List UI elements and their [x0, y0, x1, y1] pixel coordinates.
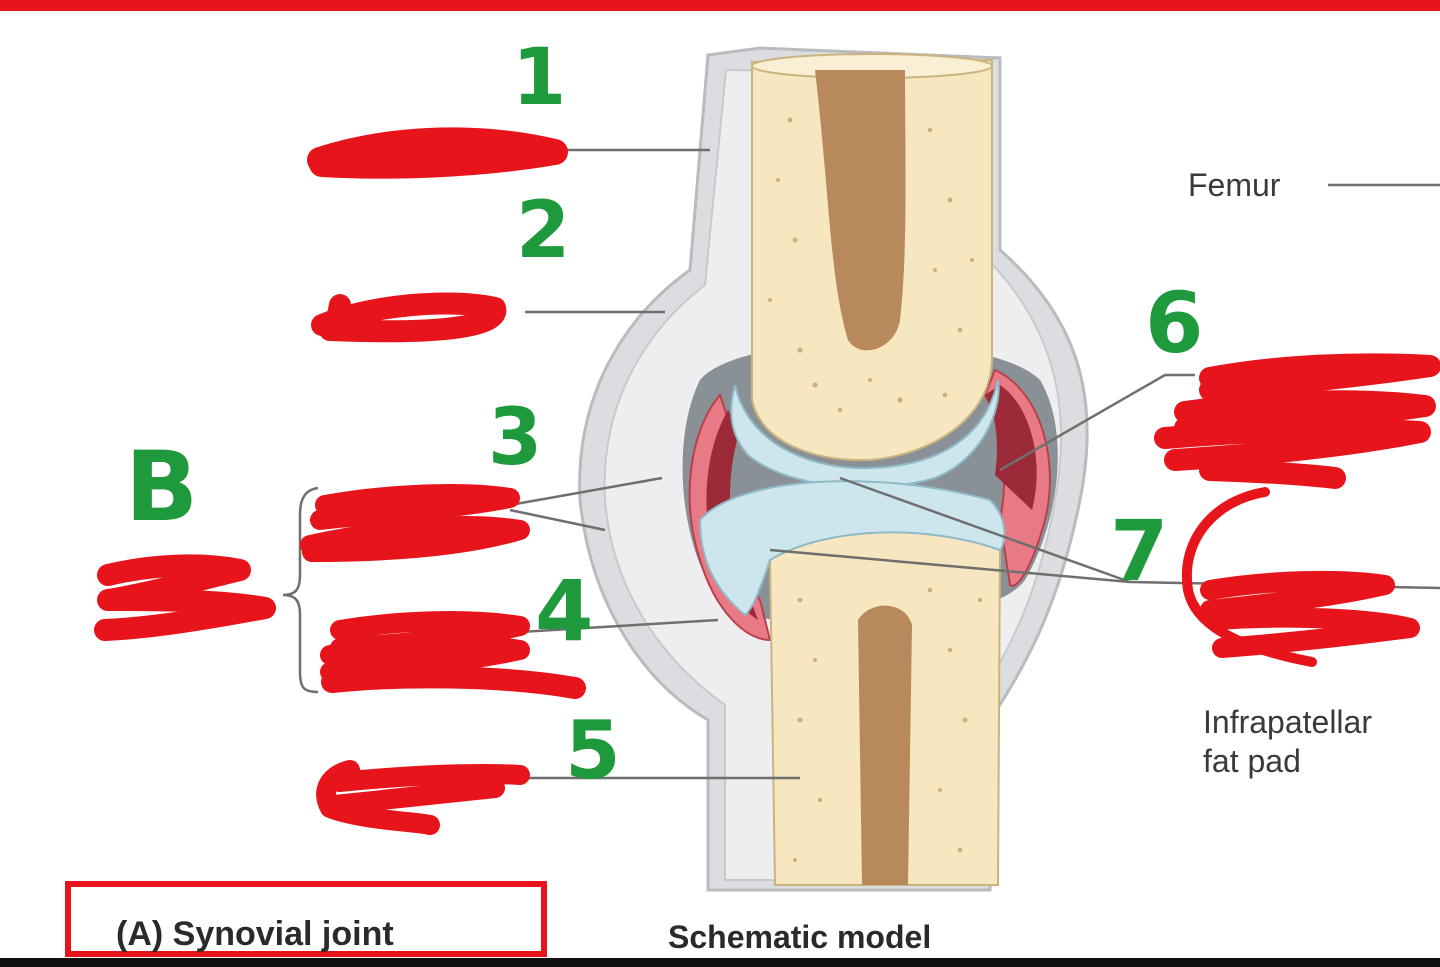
femur-label: Femur	[1188, 167, 1281, 203]
top-red-frame	[0, 0, 1440, 11]
scribble-6c	[1154, 419, 1431, 489]
synovial-fluid-right	[985, 385, 1037, 510]
lower-articular-cartilage	[698, 480, 1006, 617]
fat-pad-label-line2: fat pad	[1203, 743, 1301, 779]
number-7: 7	[1110, 502, 1168, 600]
scribble-2	[311, 292, 507, 343]
joint-illustration	[578, 46, 1089, 892]
caption-synovial-joint: (A) Synovial joint	[116, 915, 394, 953]
upper-marrow	[815, 70, 906, 351]
upper-articular-cartilage	[730, 379, 1000, 489]
number-5: 5	[565, 704, 621, 797]
lower-marrow	[858, 605, 912, 885]
bottom-frame-edge	[0, 958, 1440, 967]
scribble-7b	[1205, 607, 1420, 658]
number-1: 1	[512, 33, 566, 123]
number-2: 2	[516, 186, 570, 276]
scribble-1	[307, 127, 568, 179]
letter-B: B	[125, 431, 198, 543]
number-3: 3	[488, 393, 542, 483]
scribble-3a	[310, 484, 520, 530]
scribble-B	[94, 554, 276, 641]
leader-lines	[282, 148, 1440, 780]
number-4: 4	[535, 562, 593, 660]
scribble-6a	[1199, 353, 1440, 401]
red-redaction-scribbles	[94, 127, 1440, 835]
spongy-bone-speckles	[768, 117, 983, 862]
scribble-3b	[300, 515, 530, 562]
green-handwritten-numbers: 1 2 3 4 5 6 7 B	[125, 33, 1203, 797]
scribble-7a	[1200, 570, 1395, 620]
caption-schematic-model: Schematic model	[668, 919, 931, 955]
scribble-5	[316, 760, 530, 835]
caption-highlight-box	[65, 881, 547, 957]
fat-pad-label-line1: Infrapatellar	[1203, 704, 1372, 740]
scribble-4c	[321, 666, 586, 699]
number-6: 6	[1145, 274, 1203, 372]
